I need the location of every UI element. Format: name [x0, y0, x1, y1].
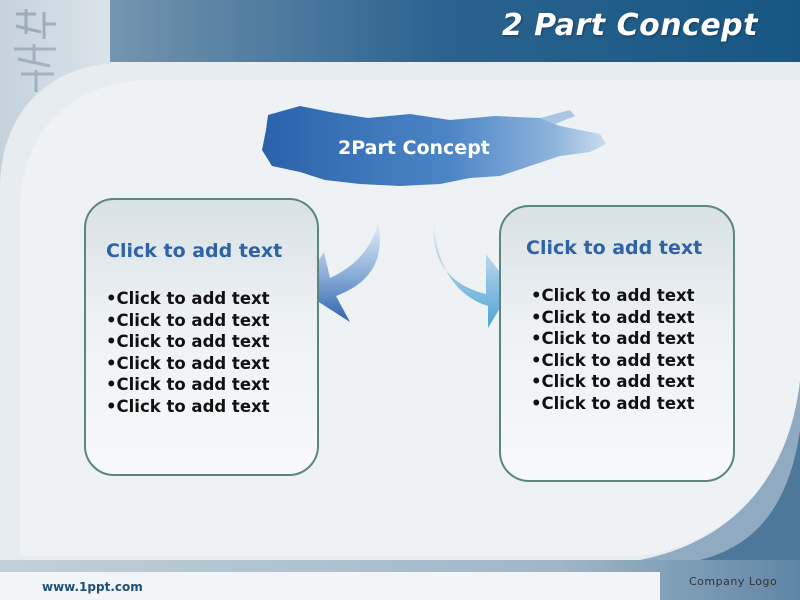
left-bullet-list[interactable]: •Click to add text •Click to add text •C… [106, 288, 270, 417]
list-item: •Click to add text [531, 393, 695, 413]
list-item: •Click to add text [531, 307, 695, 327]
right-text-box[interactable]: Click to add text •Click to add text •Cl… [499, 205, 735, 482]
left-curved-arrow-icon [300, 222, 380, 322]
company-logo-text: Company Logo [689, 575, 778, 588]
list-item: •Click to add text [531, 372, 695, 391]
right-box-heading[interactable]: Click to add text [526, 237, 703, 259]
left-text-box[interactable]: Click to add text •Click to add text •Cl… [84, 198, 319, 476]
list-item: •Click to add text [106, 396, 270, 416]
slide-title: 2 Part Concept [501, 8, 758, 43]
brush-label: 2Part Concept [338, 137, 490, 159]
list-item: •Click to add text [106, 332, 270, 351]
left-box-heading[interactable]: Click to add text [106, 240, 283, 262]
list-item: •Click to add text [106, 289, 270, 308]
list-item: •Click to add text [531, 350, 695, 370]
footer-url: www.1ppt.com [42, 580, 143, 594]
list-item: •Click to add text [531, 329, 695, 348]
list-item: •Click to add text [106, 310, 270, 330]
brush-stroke [262, 106, 606, 186]
list-item: •Click to add text [106, 375, 270, 394]
right-curved-arrow-icon [433, 222, 512, 328]
decorative-calligraphy [6, 4, 66, 99]
list-item: •Click to add text [106, 353, 270, 373]
list-item: •Click to add text [531, 286, 695, 305]
right-bullet-list[interactable]: •Click to add text •Click to add text •C… [531, 285, 695, 414]
